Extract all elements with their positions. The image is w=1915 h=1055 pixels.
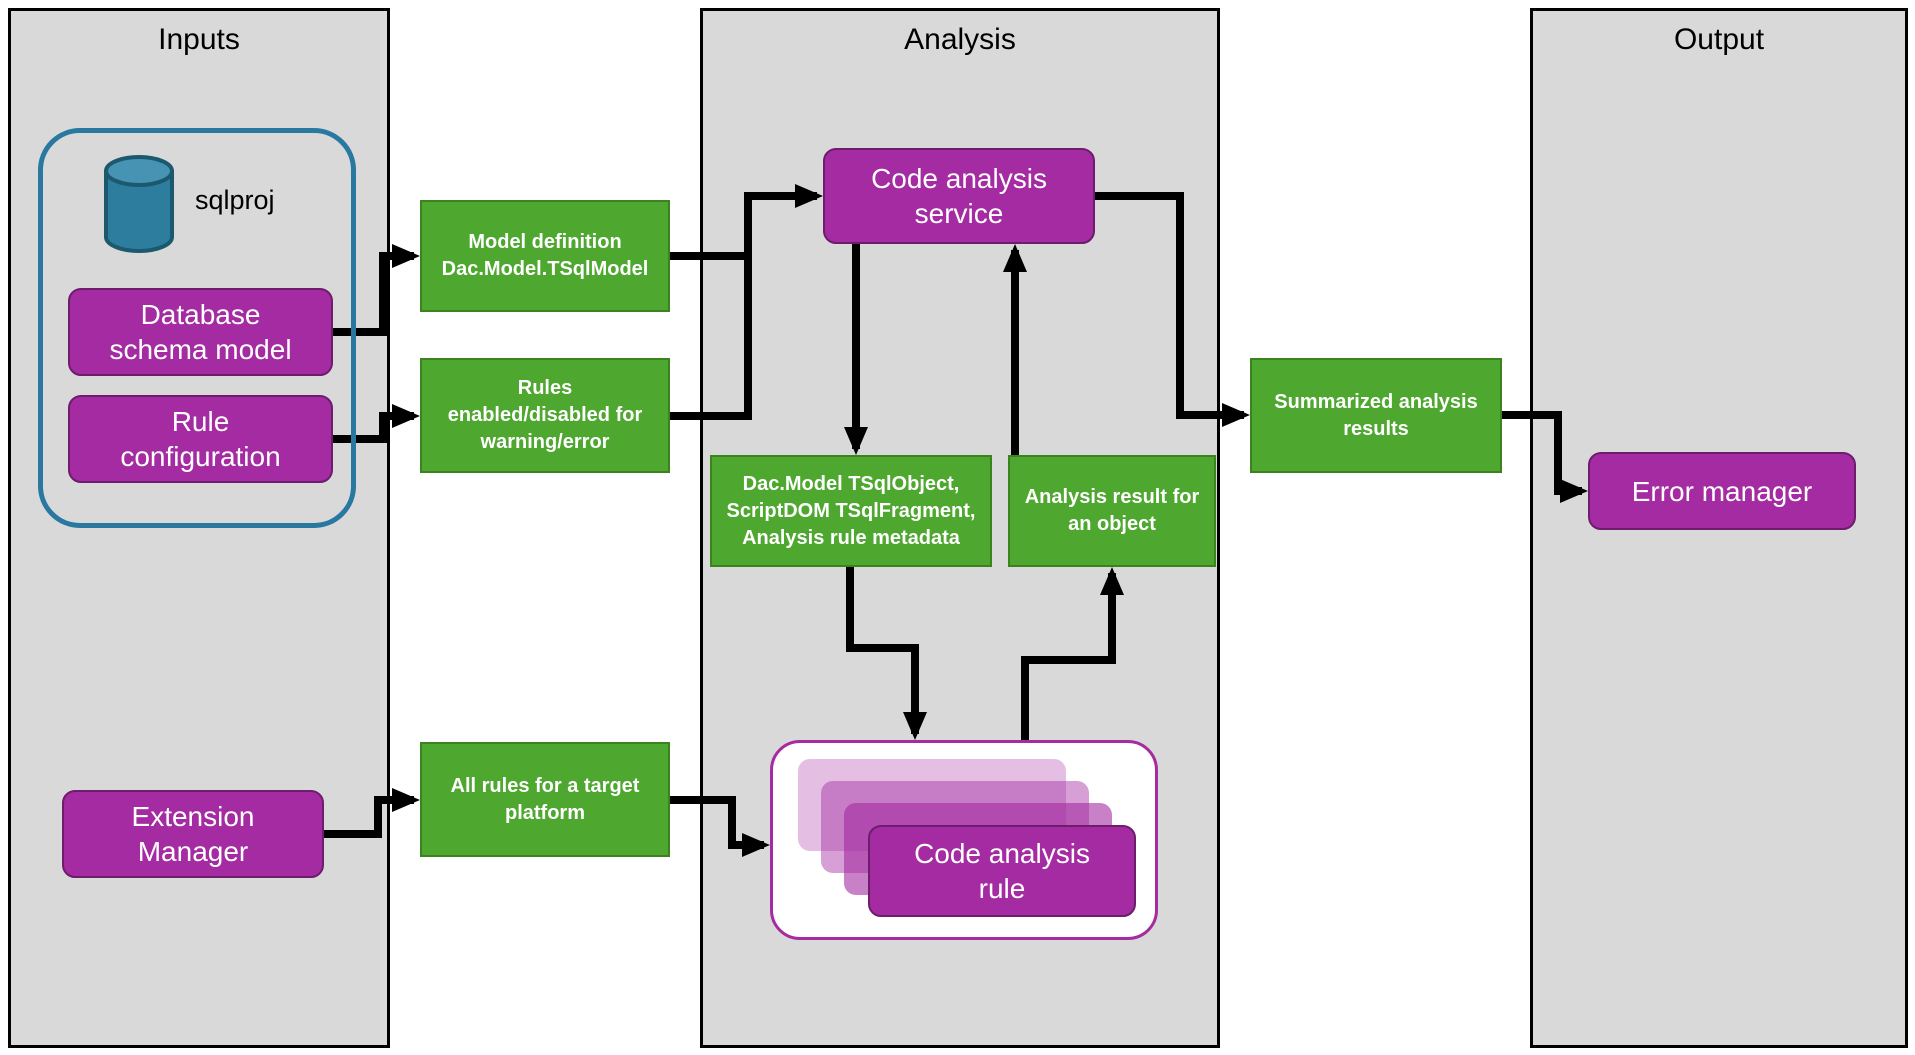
node-object-metadata: Dac.Model TSqlObject, ScriptDOM TSqlFrag…	[710, 455, 992, 567]
database-icon	[98, 153, 180, 257]
node-error-manager: Error manager	[1588, 452, 1856, 530]
node-summarized-results: Summarized analysis results	[1250, 358, 1502, 473]
sqlproj-label: sqlproj	[195, 185, 275, 215]
output-column-title: Output	[1673, 23, 1765, 56]
node-model-definition: Model definition Dac.Model.TSqlModel	[420, 200, 670, 312]
node-database-schema-model: Database schema model	[68, 288, 333, 376]
node-code-analysis-rule: Code analysis rule	[868, 825, 1136, 917]
node-rules-enabled-disabled: Rules enabled/disabled for warning/error	[420, 358, 670, 473]
analysis-column-title: Analysis	[904, 23, 1016, 56]
node-extension-manager: Extension Manager	[62, 790, 324, 878]
node-code-analysis-service: Code analysis service	[823, 148, 1095, 244]
node-analysis-result: Analysis result for an object	[1008, 455, 1216, 567]
node-rule-configuration: Rule configuration	[68, 395, 333, 483]
code-analysis-rule-group: Code analysis rule	[770, 740, 1158, 940]
node-all-rules-for-target: All rules for a target platform	[420, 742, 670, 857]
inputs-column-title: Inputs	[158, 23, 240, 56]
